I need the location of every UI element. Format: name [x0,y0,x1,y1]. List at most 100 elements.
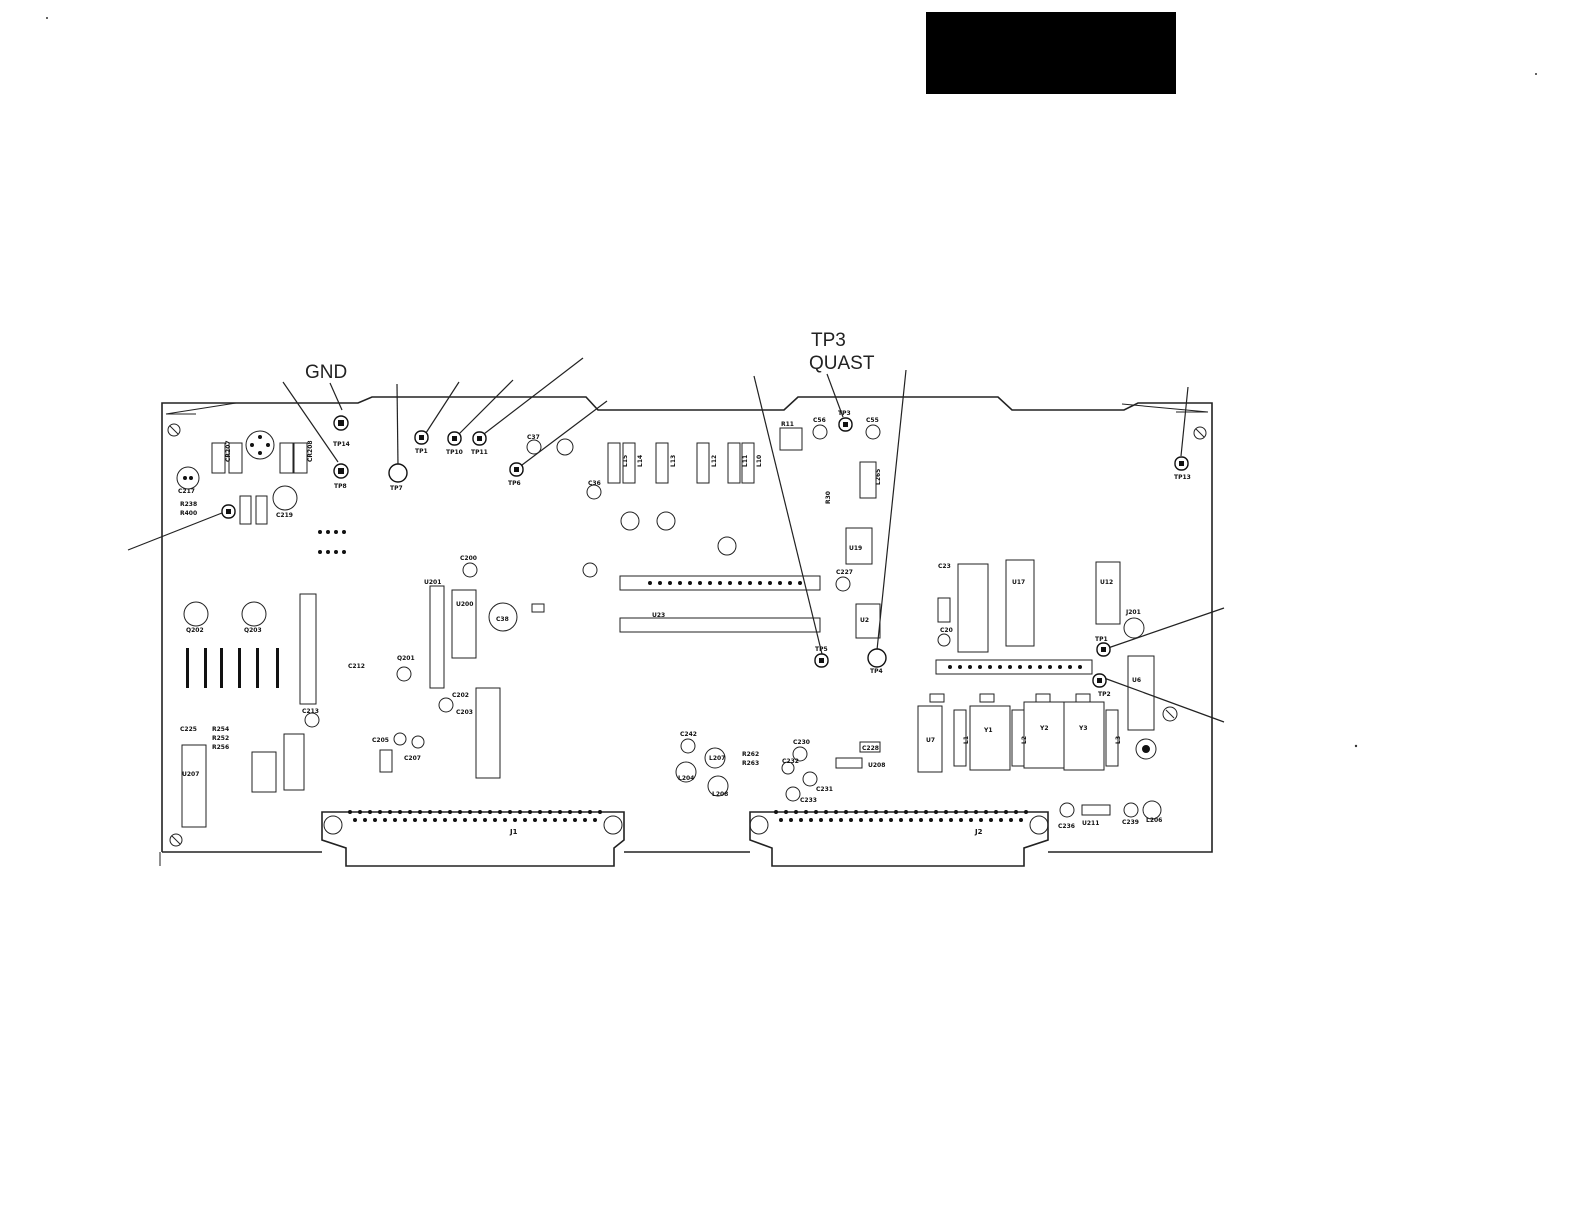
svg-text:U17: U17 [1012,579,1025,586]
callout-tp3: TP3 [811,330,846,351]
tp5: TP5 [814,646,829,668]
svg-text:R11: R11 [781,421,794,428]
tp6: TP6 [508,462,524,487]
svg-text:R263: R263 [742,760,759,767]
callout-gnd: GND [305,362,347,383]
redaction-block [926,12,1176,94]
bottom-section: C242 L204 L207 L208 C230 C232 C231 C233 … [675,731,1162,830]
svg-text:R262: R262 [742,751,759,758]
svg-text:U2: U2 [860,617,869,624]
tp1b: TP1 [1095,636,1111,657]
svg-text:L13: L13 [670,455,677,467]
svg-text:TP13: TP13 [1174,474,1191,481]
svg-text:C233: C233 [800,797,817,804]
svg-text:Q202: Q202 [186,627,204,634]
svg-text:TP2: TP2 [1098,691,1111,698]
svg-text:J1: J1 [509,828,518,836]
svg-text:C202: C202 [452,692,469,699]
svg-text:TP1: TP1 [415,448,428,455]
svg-text:TP3: TP3 [838,410,851,417]
tp11: TP11 [471,431,488,456]
svg-text:TP6: TP6 [508,480,521,487]
svg-text:C23: C23 [938,563,951,570]
svg-text:L208: L208 [712,791,728,798]
svg-text:C219: C219 [276,512,293,519]
svg-text:U12: U12 [1100,579,1113,586]
svg-text:L206: L206 [1146,817,1162,824]
svg-text:TP11: TP11 [471,449,488,456]
tp8: TP8 [333,463,349,490]
svg-text:C200: C200 [460,555,477,562]
tp13: TP13 [1174,456,1191,481]
svg-text:L3: L3 [1115,736,1122,744]
left-section: C217 CR207 CR208 C219 R238 R400 Q202 Q20… [176,430,415,828]
svg-text:TP14: TP14 [333,441,350,448]
svg-text:U19: U19 [849,545,862,552]
svg-text:C212: C212 [348,663,365,670]
svg-text:TP10: TP10 [446,449,463,456]
svg-text:TP1: TP1 [1095,636,1108,643]
svg-text:C38: C38 [496,616,509,623]
svg-text:J2: J2 [974,828,983,836]
svg-text:R400: R400 [180,510,197,517]
tp14: TP14 [333,415,350,448]
svg-text:U200: U200 [456,601,473,608]
svg-text:C239: C239 [1122,819,1139,826]
svg-text:C205: C205 [372,737,389,744]
speck [1354,744,1358,748]
svg-text:C227: C227 [836,569,853,576]
svg-text:L207: L207 [709,755,725,762]
svg-text:R254: R254 [212,726,229,733]
svg-text:U6: U6 [1132,677,1141,684]
connector-j1: J1 [323,810,623,836]
svg-text:L11: L11 [742,455,749,467]
svg-text:Y2: Y2 [1039,725,1049,732]
tp1a: TP1 [414,430,429,455]
svg-text:Q203: Q203 [244,627,262,634]
tp4: TP4 [867,648,887,675]
svg-text:J201: J201 [1125,609,1141,616]
svg-text:R30: R30 [825,491,832,504]
svg-text:C217: C217 [178,488,195,495]
speck [46,17,48,19]
svg-text:L14: L14 [637,455,644,467]
svg-text:L204: L204 [678,775,694,782]
svg-text:U23: U23 [652,612,665,619]
svg-text:Y3: Y3 [1078,725,1088,732]
svg-text:C37: C37 [527,434,540,441]
svg-text:C56: C56 [813,417,826,424]
svg-text:C55: C55 [866,417,879,424]
svg-text:L15: L15 [622,455,629,467]
svg-text:C236: C236 [1058,823,1075,830]
svg-text:L10: L10 [756,455,763,467]
connector-j2: J2 [749,810,1049,836]
svg-text:C203: C203 [456,709,473,716]
svg-text:L12: L12 [711,455,718,467]
svg-text:C228: C228 [862,745,879,752]
svg-text:TP7: TP7 [390,485,403,492]
svg-text:C231: C231 [816,786,833,793]
svg-text:L265: L265 [875,469,882,485]
svg-text:U201: U201 [424,579,441,586]
svg-text:R238: R238 [180,501,197,508]
speck [1535,73,1537,75]
svg-text:CR208: CR208 [307,440,314,462]
tp2: TP2 [1092,673,1111,698]
test-points: TP14 TP8 TP7 TP1 TP10 TP11 TP6 TP3 TP5 T… [221,410,1191,698]
svg-text:R256: R256 [212,744,229,751]
tp7: TP7 [388,463,408,492]
svg-text:R252: R252 [212,735,229,742]
svg-text:TP4: TP4 [870,668,883,675]
center-ics: U23 R11 C56 C55 L265 U19 C227 U2 R30 [619,417,882,639]
svg-text:TP8: TP8 [334,483,347,490]
svg-text:U211: U211 [1082,820,1099,827]
callout-quast: QUAST [809,353,875,374]
tp10: TP10 [446,431,463,456]
mounting-mark [167,423,1207,847]
tp3: TP3 [838,410,853,432]
svg-text:L1: L1 [963,736,970,744]
svg-text:Y1: Y1 [983,727,993,734]
svg-text:C213: C213 [302,708,319,715]
svg-text:U208: U208 [868,762,885,769]
